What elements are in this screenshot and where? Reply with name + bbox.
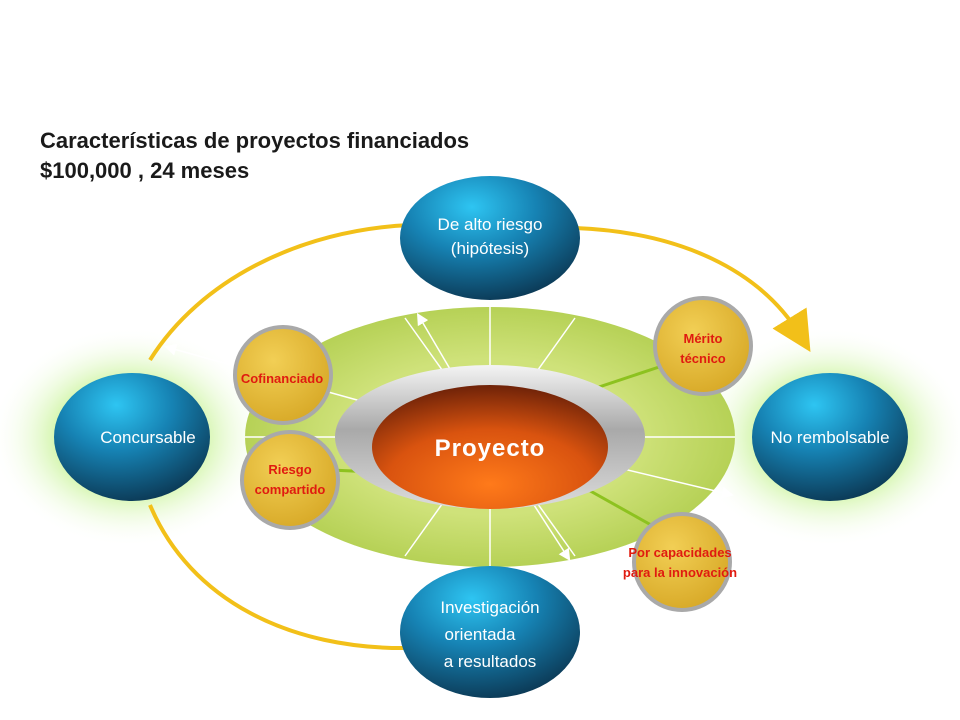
node-bottom <box>400 566 580 698</box>
node-cofinanciado-label: Cofinanciado <box>241 371 323 386</box>
node-cofinanciado <box>233 325 333 425</box>
center-node <box>372 385 608 509</box>
title-line-2: $100,000 , 24 meses <box>40 158 250 183</box>
node-bottom-line-1: Investigación <box>440 598 539 617</box>
center-label: Proyecto <box>435 435 546 462</box>
node-right-label: No rembolsable <box>770 428 889 447</box>
node-bottom-line-2: orientada <box>445 625 516 644</box>
node-top-line-2: (hipótesis) <box>451 239 529 258</box>
node-left <box>54 373 210 501</box>
node-merito <box>653 296 753 396</box>
node-left-label: Concursable <box>100 428 195 447</box>
node-top <box>400 176 580 300</box>
node-capacidades-line-2: para la innovación <box>623 565 737 580</box>
node-riesgo-line-2: compartido <box>255 482 326 497</box>
title-line-1: Características de proyectos financiados <box>40 128 470 153</box>
arc-top-left <box>148 223 411 362</box>
node-merito-line-1: Mérito <box>684 331 723 346</box>
node-top-line-1: De alto riesgo <box>438 215 543 234</box>
node-riesgo <box>240 430 340 530</box>
node-merito-line-2: técnico <box>680 351 726 366</box>
node-capacidades-line-1: Por capacidades <box>628 545 731 560</box>
node-riesgo-line-1: Riesgo <box>268 462 311 477</box>
node-capacidades <box>632 512 732 612</box>
arc-top-right <box>574 226 811 353</box>
node-right <box>752 373 908 501</box>
arc-bottom-left <box>148 504 411 651</box>
node-bottom-line-3: a resultados <box>444 652 537 671</box>
